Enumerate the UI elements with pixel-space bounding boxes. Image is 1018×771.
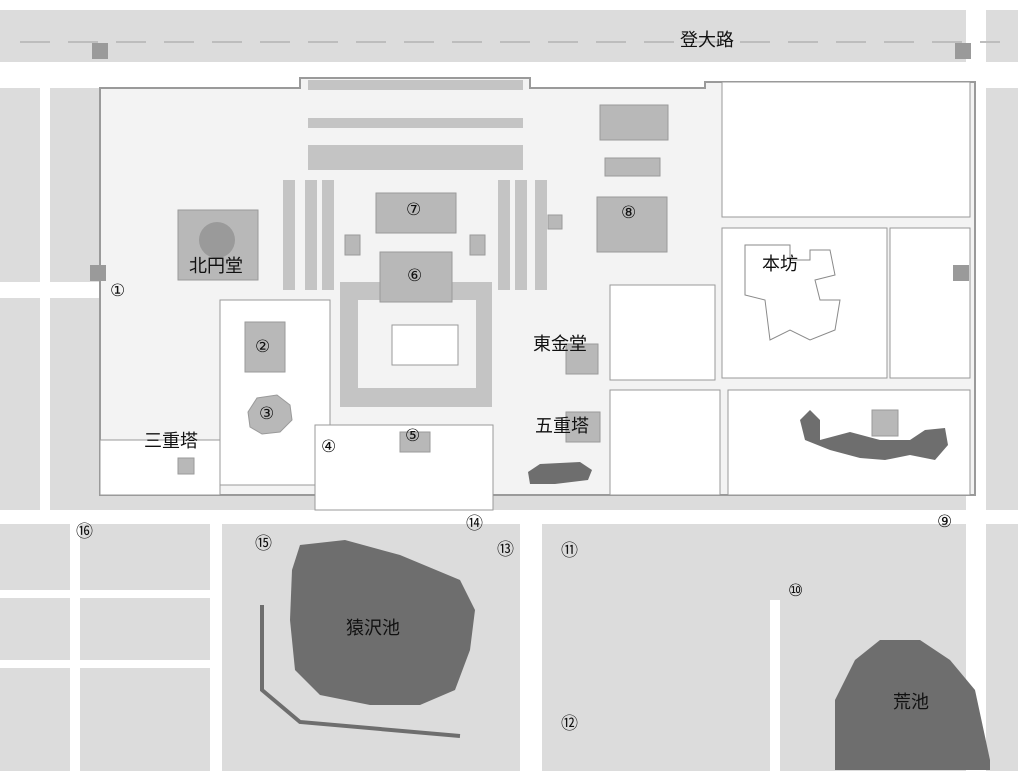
marker-10[interactable]: ⑩	[788, 581, 804, 601]
ara-pond-label: 荒池	[893, 692, 929, 713]
hokuendo-octagon	[199, 222, 235, 258]
marker-13[interactable]: ⑬	[497, 540, 514, 560]
marker-6[interactable]: ⑥	[407, 266, 423, 286]
central-compound	[283, 80, 547, 407]
marker-1[interactable]: ①	[110, 281, 126, 301]
ponds	[290, 410, 990, 770]
sarusawa-pond-label: 猿沢池	[346, 618, 400, 639]
marker-14[interactable]: ⑭	[466, 514, 483, 534]
tokondo-label: 東金堂	[533, 334, 587, 355]
gates	[90, 43, 971, 281]
marker-5[interactable]: ⑤	[405, 426, 421, 446]
sanjunoto-label: 三重塔	[144, 431, 198, 452]
marker-7[interactable]: ⑦	[406, 200, 422, 220]
marker-12[interactable]: ⑫	[561, 714, 578, 734]
honbo-label: 本坊	[762, 254, 798, 275]
marker-9[interactable]: ⑨	[937, 512, 953, 532]
gojunoto-label: 五重塔	[535, 416, 589, 437]
marker-15[interactable]: ⑮	[255, 534, 272, 554]
buildings	[177, 104, 899, 475]
walkway	[260, 605, 461, 738]
marker-16[interactable]: ⑯	[76, 522, 93, 542]
road-name-label: 登大路	[680, 30, 734, 51]
marker-8[interactable]: ⑧	[621, 203, 637, 223]
marker-3[interactable]: ③	[259, 404, 275, 424]
marker-4[interactable]: ④	[321, 437, 337, 457]
marker-11[interactable]: ⑪	[561, 541, 578, 561]
marker-2[interactable]: ②	[255, 337, 271, 357]
hokuendo-label: 北円堂	[189, 256, 243, 277]
honbo-complex	[744, 244, 841, 341]
